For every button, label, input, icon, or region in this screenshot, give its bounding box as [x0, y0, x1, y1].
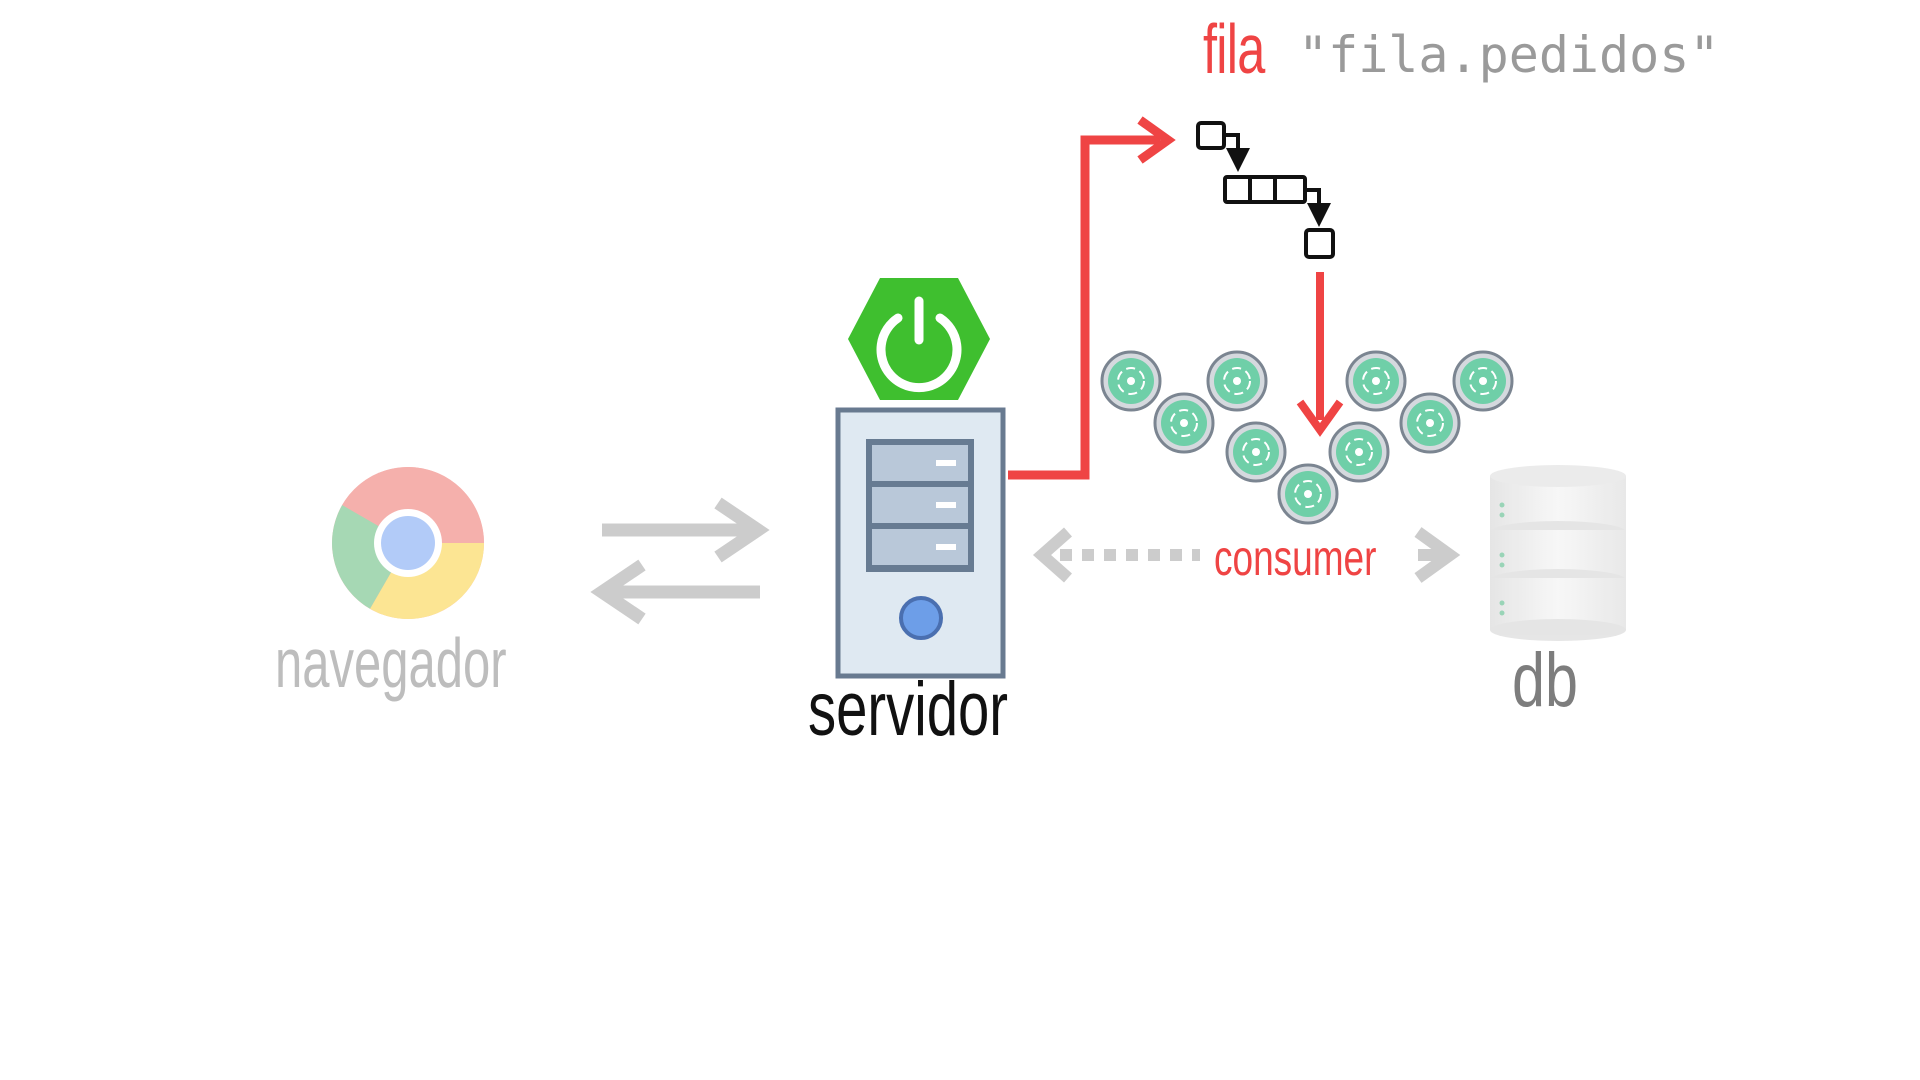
database-cylinder-icon — [1490, 465, 1626, 641]
consumer-node-icon — [1399, 392, 1461, 454]
db-label: db — [1512, 638, 1578, 723]
consumer-node-icon — [1225, 421, 1287, 483]
consumer-node-icon — [1328, 421, 1390, 483]
spring-power-icon — [848, 278, 990, 400]
consumer-node-icon — [1206, 350, 1268, 412]
consumer-db-arrow — [1414, 527, 1461, 583]
consumer-node-icon — [1100, 350, 1162, 412]
browser-label: navegador — [275, 624, 507, 702]
consume-arrow — [1296, 272, 1344, 437]
chrome-icon — [332, 467, 484, 619]
consumer-nodes — [1100, 350, 1514, 525]
consumer-server-arrow — [1032, 527, 1200, 583]
consumer-node-icon — [1345, 350, 1407, 412]
consumer-node-icon — [1153, 392, 1215, 454]
queue-flow-icon — [1196, 121, 1335, 259]
queue-name-label: "fila.pedidos" — [1298, 26, 1720, 84]
consumer-label: consumer — [1214, 530, 1377, 586]
server-label: servidor — [808, 667, 1009, 752]
queue-word-label: fila — [1203, 10, 1265, 88]
consumer-node-icon — [1277, 463, 1339, 525]
publish-arrow — [1008, 116, 1176, 480]
consumer-node-icon — [1452, 350, 1514, 412]
request-response-arrows — [590, 497, 770, 625]
server-tower-icon — [835, 407, 1006, 679]
